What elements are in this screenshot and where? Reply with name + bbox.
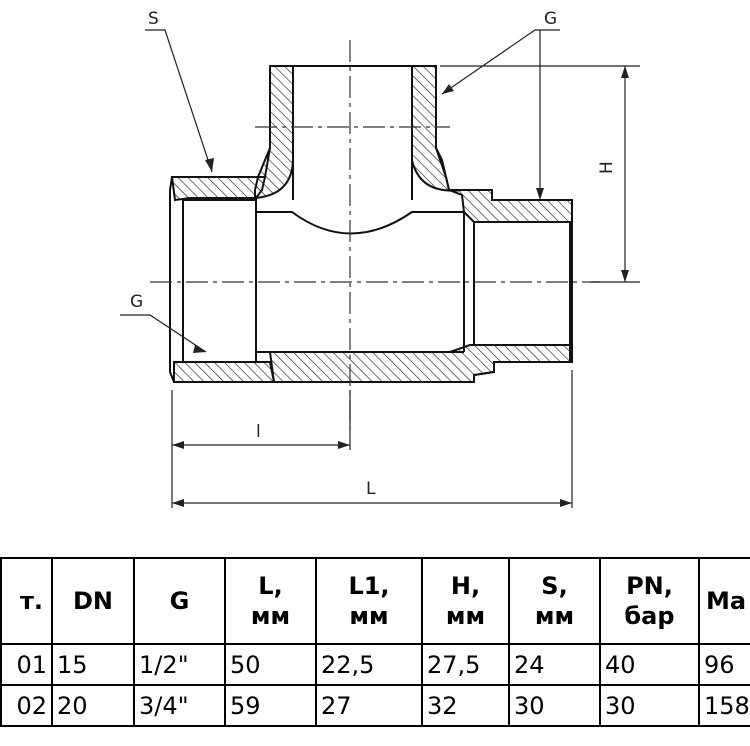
cell-s: 24 [508,643,601,686]
header-l: L,мм [224,557,317,645]
top-bore [292,66,413,200]
hatched-sections [170,65,573,383]
header-pn: PN,бар [599,557,700,645]
right-bore [473,221,571,346]
cell-h: 27,5 [421,643,510,686]
header-g: G [133,557,226,645]
arrowheads [172,66,629,507]
leader-S [145,29,213,173]
cell-pn: 30 [599,684,700,727]
cell-l1: 27 [315,684,423,727]
cell-g: 1/2" [133,643,226,686]
label-G-top: G [544,9,557,29]
specification-table: т. DN G L,мм L1,мм H,мм S,мм PN,бар Ма 0… [0,557,750,727]
table-row: 02 20 3/4" 59 27 32 30 30 158 [0,684,750,727]
cell-mass: 96 [698,643,750,686]
cell-l: 59 [224,684,317,727]
header-s: S,мм [508,557,601,645]
header-dn: DN [51,557,135,645]
cell-l: 50 [224,643,317,686]
bottom-main-wall [268,344,571,383]
right-top-wall [448,189,573,223]
header-h: H,мм [421,557,510,645]
label-l: l [256,422,261,442]
top-branch-right-wall [411,65,463,192]
cell-article: 01 [0,643,53,686]
outline [169,65,573,383]
bore-contour [182,198,257,363]
left-top-wall [170,176,267,202]
header-l1: L1,мм [315,557,423,645]
cell-article: 02 [0,684,53,727]
cell-pn: 40 [599,643,700,686]
cell-h: 32 [421,684,510,727]
main-bore [256,211,465,353]
label-S: S [148,9,159,29]
leader-G-left [120,314,207,353]
cell-l1: 22,5 [315,643,423,686]
label-L: L [366,479,376,499]
leader-G-top [441,29,560,95]
header-mass: Ма [698,557,750,645]
cell-dn: 20 [51,684,135,727]
cell-dn: 15 [51,643,135,686]
cell-g: 3/4" [133,684,226,727]
table-row: 01 15 1/2" 50 22,5 27,5 24 40 96 [0,643,750,686]
tee-fitting-drawing: S G G H l L [120,9,640,508]
left-bottom-wall [173,361,276,383]
label-G-left: G [130,292,143,312]
table-header-row: т. DN G L,мм L1,мм H,мм S,мм PN,бар Ма [0,557,750,645]
label-H: H [597,161,617,174]
cell-mass: 158 [698,684,750,727]
dimension-lines [120,29,640,508]
centre-lines [150,40,600,430]
outer-contour [169,65,573,383]
header-article: т. [0,557,53,645]
cell-s: 30 [508,684,601,727]
